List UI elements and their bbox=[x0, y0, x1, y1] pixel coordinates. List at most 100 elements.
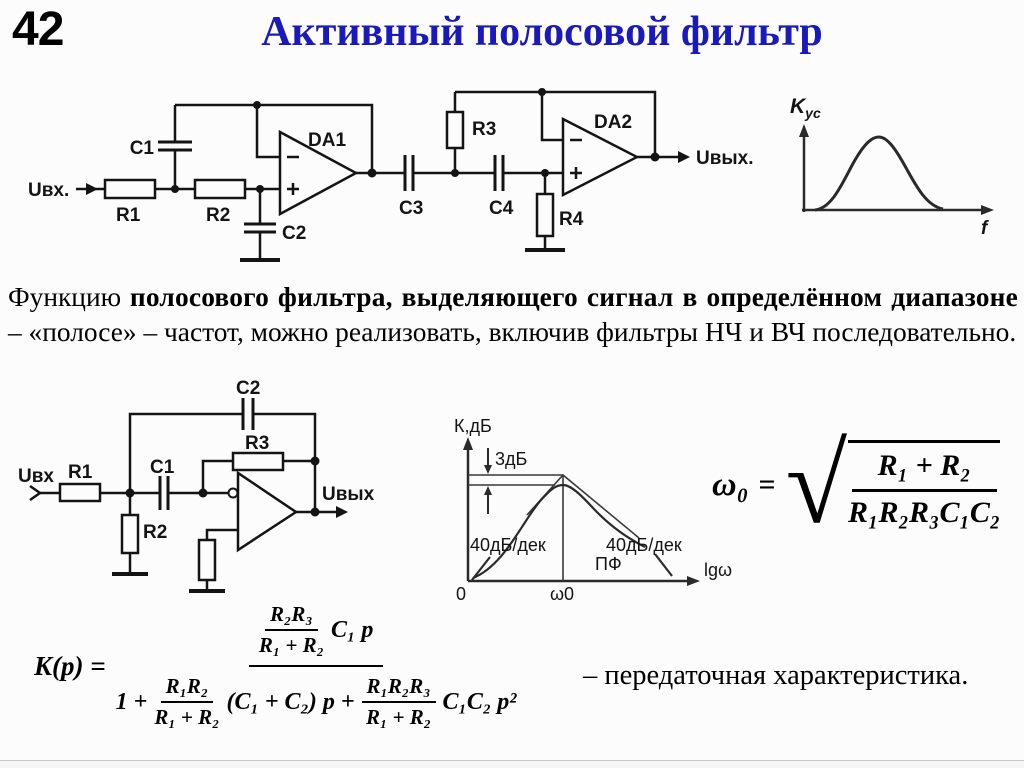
opamp-input-markers bbox=[287, 138, 582, 195]
output-arrow bbox=[336, 506, 348, 518]
label-c3: C3 bbox=[399, 198, 423, 219]
axis-arrows bbox=[463, 437, 700, 586]
y-axis-label: Kус bbox=[790, 95, 821, 121]
label-output: Uвых. bbox=[696, 148, 753, 169]
label-c2: C2 bbox=[282, 223, 306, 244]
capacitor-plates bbox=[158, 398, 255, 510]
ripple-label: 3дБ bbox=[495, 449, 527, 469]
axes bbox=[466, 445, 690, 583]
kp-num-subfraction: R₂R₃ R₁ + R₂ bbox=[259, 602, 324, 658]
resistors bbox=[58, 451, 285, 582]
equals-sign: = bbox=[758, 468, 776, 502]
label-da2: DA2 bbox=[594, 112, 632, 133]
kp-main-fraction: R₂R₃ R₁ + R₂ C₁ p 1 + R₁R₂ R₁ + R₂ (C₁ +… bbox=[116, 602, 517, 730]
arrows bbox=[86, 151, 690, 195]
response-curve bbox=[472, 483, 646, 580]
resistor-r3 bbox=[445, 110, 465, 150]
junction-dots bbox=[171, 88, 660, 193]
da1-plus-marker bbox=[287, 183, 299, 195]
junction-dots bbox=[125, 456, 320, 517]
radicand: R₁ + R₂ R₁R₂R₃C₁C₂ bbox=[848, 440, 1001, 530]
kp-numerator: R₂R₃ R₁ + R₂ C₁ p bbox=[248, 602, 384, 667]
label-c1: C1 bbox=[150, 457, 175, 478]
da2-plus-marker bbox=[570, 167, 582, 179]
label-r2: R2 bbox=[206, 205, 230, 226]
y-axis-arrow bbox=[463, 437, 473, 450]
omega-lhs: ω₀ bbox=[712, 466, 749, 504]
capacitor-c1 bbox=[158, 476, 170, 510]
bandpass-two-opamp-schematic: Uвх. R1 R2 C1 C2 DA1 C3 R3 C4 R4 DA2 Uвы… bbox=[28, 88, 753, 262]
body-paragraph: Функцию полосового фильтра, выделяющего … bbox=[8, 280, 1018, 349]
kp-den1-num: R₁R₂ bbox=[160, 674, 214, 703]
paragraph-rest: – «полосе» – частот, можно реализовать, … bbox=[8, 316, 1017, 347]
center-frequency-label: ω0 bbox=[550, 584, 574, 603]
right-slope-segment bbox=[654, 553, 673, 577]
opamp-da2 bbox=[561, 116, 640, 198]
slope-right-label: 40дБ/дек bbox=[606, 535, 682, 555]
label-r2: R2 bbox=[143, 522, 167, 543]
resistors bbox=[103, 110, 555, 238]
kp-num-sub-num: R₂R₃ bbox=[265, 602, 318, 631]
kp-den2-den: R₁ + R₂ bbox=[365, 705, 432, 729]
resistor-bias bbox=[197, 538, 217, 582]
capacitor-c2 bbox=[241, 398, 255, 430]
axis-arrows bbox=[799, 124, 994, 215]
y-axis-label: К,дБ bbox=[454, 416, 492, 436]
label-r4: R4 bbox=[559, 209, 584, 230]
label-c1: C1 bbox=[130, 138, 155, 159]
capacitor-plates bbox=[158, 140, 505, 234]
omega-fraction: R₁ + R₂ R₁R₂R₃C₁C₂ bbox=[848, 447, 1000, 530]
label-r1: R1 bbox=[68, 462, 93, 483]
opamp bbox=[236, 470, 299, 553]
x-axis-label: lgω bbox=[704, 560, 732, 580]
center-frequency-formula: ω₀ = √ R₁ + R₂ R₁R₂R₃C₁C₂ bbox=[712, 423, 1001, 547]
omega-denominator: R₁R₂R₃C₁C₂ bbox=[848, 496, 1001, 530]
x-axis-label: f bbox=[981, 218, 989, 239]
label-c2: C2 bbox=[236, 378, 260, 399]
output-arrow bbox=[678, 151, 690, 163]
opamps bbox=[278, 116, 640, 217]
page-title: Активный полосовой фильтр bbox=[261, 9, 823, 55]
up-arrow bbox=[484, 486, 492, 495]
bandpass-single-opamp-schematic: Uвх R1 C1 C2 R2 R3 Uвых bbox=[18, 378, 375, 593]
slope-segments bbox=[471, 553, 673, 581]
kp-den1-den: R₁ + R₂ bbox=[154, 705, 220, 729]
transfer-function-formula: K(p) = R₂R₃ R₁ + R₂ C₁ p 1 + R₁R₂ R₁ + R… bbox=[8, 602, 516, 730]
wires bbox=[29, 412, 336, 591]
label-c4: C4 bbox=[489, 198, 514, 219]
kp-num-sub-den: R₁ + R₂ bbox=[258, 633, 324, 657]
paragraph-lead: Функцию bbox=[8, 282, 130, 312]
bottom-strip bbox=[0, 760, 1024, 768]
page-number: 42 bbox=[12, 3, 64, 56]
paragraph-bold: полосового фильтра, выделяющего сигнал в… bbox=[129, 282, 1018, 312]
y-axis-arrow bbox=[799, 124, 809, 137]
slope-left-label: 40дБ/дек bbox=[470, 535, 546, 555]
radical-sign: √ bbox=[785, 423, 848, 547]
kp-num-tail: C₁ p bbox=[330, 616, 374, 643]
grounds bbox=[112, 572, 225, 593]
label-input: Uвх bbox=[18, 466, 54, 487]
origin-label: 0 bbox=[456, 584, 466, 603]
kp-den-subfraction-2: R₁R₂R₃ R₁ + R₂ bbox=[361, 674, 436, 730]
input-chevron bbox=[29, 484, 43, 502]
label-r3: R3 bbox=[245, 433, 269, 454]
kp-den-mid: (C₁ + C₂) p + bbox=[226, 688, 355, 715]
kp-den2-num: R₁R₂R₃ bbox=[361, 674, 436, 703]
down-arrow bbox=[484, 465, 492, 474]
input-arrow bbox=[86, 183, 98, 195]
kp-den-subfraction-1: R₁R₂ R₁ + R₂ bbox=[154, 674, 219, 730]
resistor-r2 bbox=[120, 513, 140, 555]
transfer-function-caption: – передаточная характеристика. bbox=[583, 660, 969, 691]
kp-den-tail: C₁C₂ p² bbox=[442, 688, 517, 715]
bode-plot: К,дБ lgω 0 ω0 3дБ 40дБ/дек 40дБ/дек ПФ bbox=[454, 416, 732, 603]
left-slope-segment bbox=[471, 556, 491, 581]
resistor-r4 bbox=[535, 192, 555, 238]
label-da1: DA1 bbox=[308, 130, 346, 151]
x-axis-arrow bbox=[981, 205, 994, 215]
bell-curve bbox=[814, 135, 944, 212]
resistor-r1 bbox=[58, 482, 102, 503]
inverting-input-circle bbox=[227, 487, 239, 499]
resistor-r3 bbox=[231, 451, 285, 472]
resistor-r2 bbox=[193, 178, 247, 200]
ripple-arrows bbox=[484, 448, 492, 514]
